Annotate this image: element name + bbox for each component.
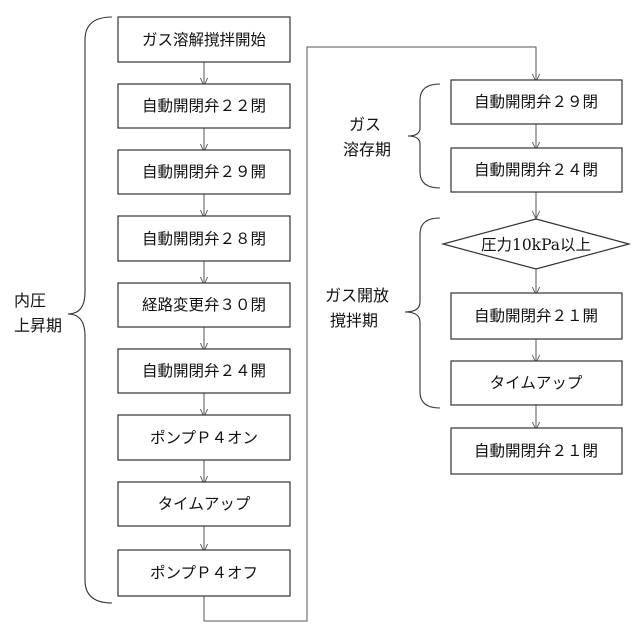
step-valve-24-close: 自動開閉弁２４閉 xyxy=(451,148,622,192)
svg-text:ポンプＰ４オフ: ポンプＰ４オフ xyxy=(150,564,258,582)
svg-text:自動開閉弁２１閉: 自動開閉弁２１閉 xyxy=(474,442,598,460)
step-valve-21-close: 自動開閉弁２１閉 xyxy=(451,428,622,474)
phase-label-pressure-rise-line2: 上昇期 xyxy=(14,316,62,335)
svg-text:自動開閉弁２１開: 自動開閉弁２１開 xyxy=(474,307,598,325)
step-valve-29-close: 自動開閉弁２９閉 xyxy=(451,80,622,124)
svg-text:自動開閉弁２４開: 自動開閉弁２４開 xyxy=(142,362,266,380)
step-path-valve-30-close: 経路変更弁３０閉 xyxy=(118,283,290,327)
step-valve-28-close: 自動開閉弁２８閉 xyxy=(118,216,290,261)
svg-text:自動開閉弁２８閉: 自動開閉弁２８閉 xyxy=(142,230,266,248)
step-pump-p4-off: ポンプＰ４オフ xyxy=(118,550,290,596)
svg-text:圧力10kPa以上: 圧力10kPa以上 xyxy=(481,236,591,254)
step-time-up-right: タイムアップ xyxy=(451,361,622,405)
svg-text:自動開閉弁２９開: 自動開閉弁２９開 xyxy=(142,163,266,181)
svg-text:タイムアップ: タイムアップ xyxy=(490,374,583,392)
decision-pressure-10kpa: 圧力10kPa以上 xyxy=(443,219,629,269)
svg-text:ポンプＰ４オン: ポンプＰ４オン xyxy=(150,429,258,447)
step-gas-dissolve-start: ガス溶解撹拌開始 xyxy=(118,17,290,62)
svg-text:ガス溶解撹拌開始: ガス溶解撹拌開始 xyxy=(142,31,267,49)
phase-label-gas-release-line1: ガス開放 xyxy=(325,286,389,305)
step-valve-29-open: 自動開閉弁２９開 xyxy=(118,150,290,194)
step-pump-p4-on: ポンプＰ４オン xyxy=(118,415,290,460)
phase-label-gas-storage-line1: ガス xyxy=(349,115,381,134)
svg-text:自動開閉弁２４閉: 自動開閉弁２４閉 xyxy=(474,161,598,179)
step-valve-24-open: 自動開閉弁２４開 xyxy=(118,349,290,393)
svg-text:経路変更弁３０閉: 経路変更弁３０閉 xyxy=(142,296,266,314)
phase-label-gas-release-line2: 撹拌期 xyxy=(330,311,378,330)
step-valve-21-open: 自動開閉弁２１開 xyxy=(451,293,622,339)
phase-label-pressure-rise-line1: 内圧 xyxy=(14,291,46,310)
phase-label-gas-storage-line2: 溶存期 xyxy=(343,140,391,159)
step-valve-22-close: 自動開閉弁２２閉 xyxy=(118,84,290,128)
svg-text:タイムアップ: タイムアップ xyxy=(158,495,251,513)
gas-release-brace xyxy=(405,218,440,408)
svg-text:自動開閉弁２２閉: 自動開閉弁２２閉 xyxy=(142,97,266,115)
gas-storage-brace xyxy=(408,84,440,188)
svg-text:自動開閉弁２９閉: 自動開閉弁２９閉 xyxy=(474,93,598,111)
step-time-up-left: タイムアップ xyxy=(118,482,290,526)
pressure-rise-brace xyxy=(68,17,112,603)
